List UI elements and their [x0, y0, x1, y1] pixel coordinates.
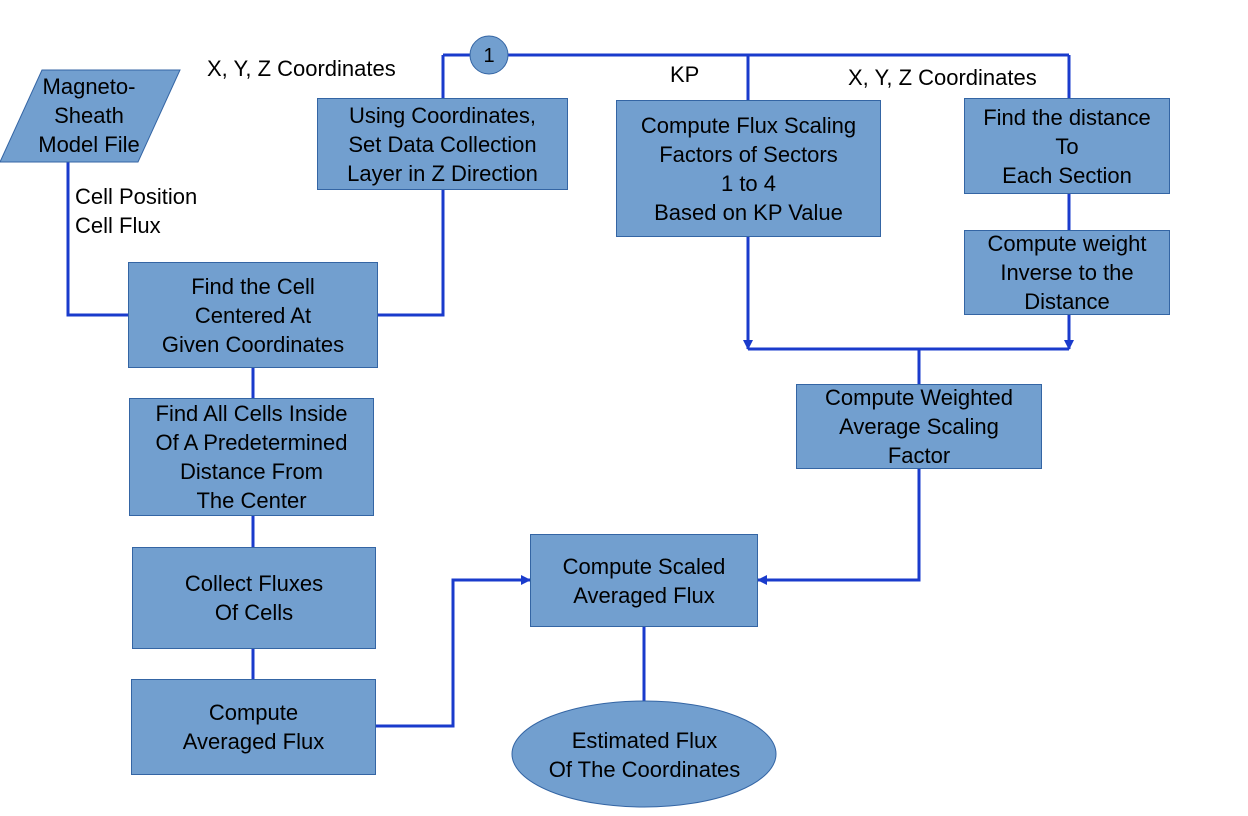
- connector-label: 1: [483, 45, 495, 67]
- box-scaled-average: Compute Scaled Averaged Flux: [530, 534, 758, 627]
- arrow-averaged-to-scaled: [376, 575, 531, 728]
- output-ellipse: [511, 700, 777, 808]
- box-set-layer: Using Coordinates, Set Data Collection L…: [317, 98, 568, 190]
- box-weighted-average: Compute Weighted Average Scaling Factor: [796, 384, 1042, 469]
- box-compute-weight: Compute weight Inverse to the Distance: [964, 230, 1170, 315]
- label-xyz-left: X, Y, Z Coordinates: [207, 56, 396, 81]
- arrow-weighted-to-scaled: [757, 469, 921, 585]
- label-cell-info: Cell Position Cell Flux: [75, 184, 198, 238]
- box-find-all-cells: Find All Cells Inside Of A Predetermined…: [129, 398, 374, 516]
- connector-circle: [469, 35, 509, 75]
- connector-line-layer-to-cell: [378, 190, 445, 317]
- label-xyz-right: X, Y, Z Coordinates: [848, 65, 1037, 90]
- connector-line-file-to-cell: [66, 162, 128, 317]
- box-collect-fluxes: Collect Fluxes Of Cells: [132, 547, 376, 649]
- model-file-shape: [0, 69, 181, 163]
- output-label: Estimated Flux Of The Coordinates: [548, 728, 741, 782]
- label-kp: KP: [670, 62, 700, 87]
- box-find-distance: Find the distance To Each Section: [964, 98, 1170, 194]
- box-averaged-flux: Compute Averaged Flux: [131, 679, 376, 775]
- model-file-label: Magneto- Sheath Model File: [38, 74, 140, 157]
- box-flux-scaling: Compute Flux Scaling Factors of Sectors …: [616, 100, 881, 237]
- box-find-cell: Find the Cell Centered At Given Coordina…: [128, 262, 378, 368]
